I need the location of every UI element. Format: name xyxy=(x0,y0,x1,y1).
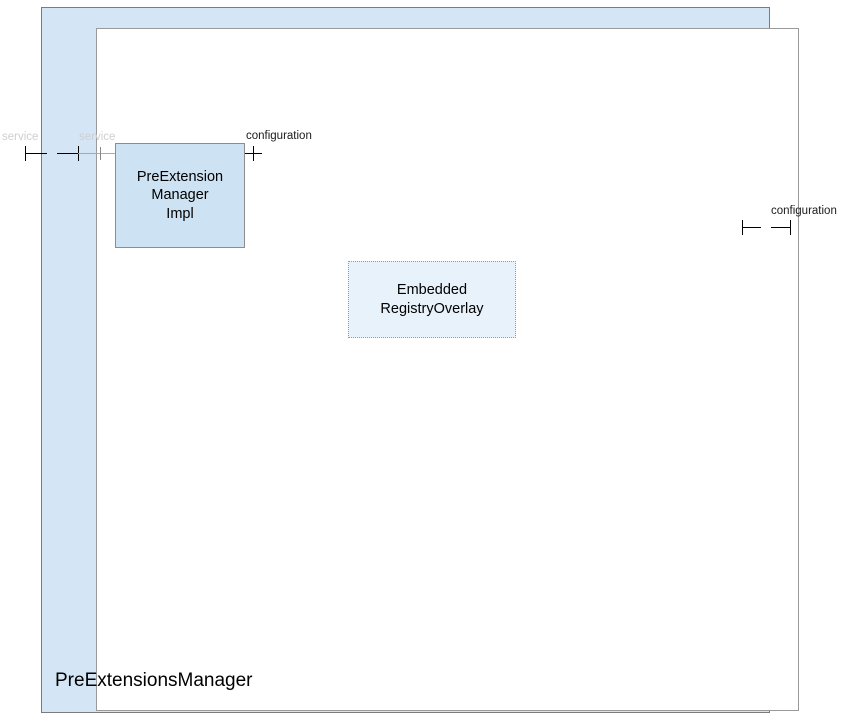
port-configuration-impl-bar xyxy=(253,146,254,161)
part-pre-extension-manager-impl[interactable]: PreExtension Manager Impl xyxy=(115,143,245,248)
port-configuration-frame-outer-stub xyxy=(771,227,790,228)
component-frame-pre-extensions-manager[interactable] xyxy=(41,7,799,713)
part-embedded-registry-overlay[interactable]: Embedded RegistryOverlay xyxy=(348,261,516,338)
port-service-internal-tick xyxy=(100,147,101,160)
part-label-pre-extension-manager-impl: PreExtension Manager Impl xyxy=(136,168,224,222)
port-label-configuration-impl: configuration xyxy=(246,130,312,142)
assembly-connector-service[interactable] xyxy=(78,153,115,154)
port-label-service-internal: service xyxy=(79,131,116,143)
part-label-embedded-registry-overlay: Embedded RegistryOverlay xyxy=(380,282,484,317)
port-label-service-external: service xyxy=(2,131,39,143)
port-service-external-stub xyxy=(25,153,47,154)
port-configuration-frame-outer-bar xyxy=(790,220,791,235)
component-frame-body xyxy=(96,28,799,711)
component-frame-title: PreExtensionsManager xyxy=(55,670,253,691)
port-service-external-inner-stub xyxy=(57,153,78,154)
port-label-configuration-frame: configuration xyxy=(771,205,837,217)
port-configuration-frame-inner-stub xyxy=(742,227,761,228)
